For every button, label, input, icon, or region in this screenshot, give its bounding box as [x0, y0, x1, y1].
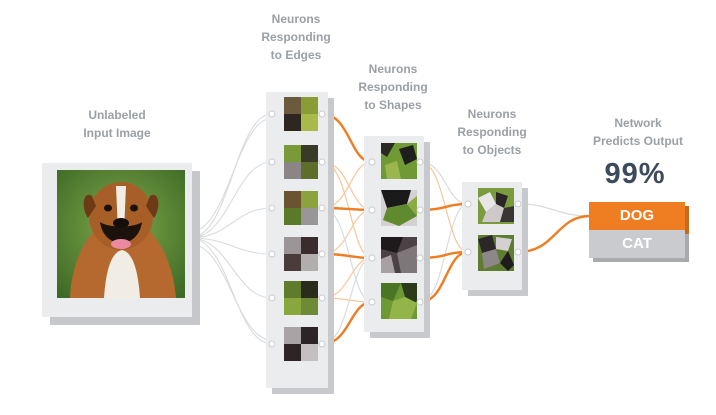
caption-line: Neurons [271, 12, 321, 26]
shape-neuron [381, 237, 417, 273]
edge-neuron [284, 97, 318, 131]
edge-neuron [284, 327, 318, 361]
edge-neuron [284, 191, 318, 225]
edge-neuron [284, 237, 318, 271]
output-class-cat: CAT [589, 230, 685, 258]
shape-neuron [381, 283, 417, 319]
objects-caption: Neurons Responding to Objects [436, 105, 548, 159]
caption-line: Neurons [368, 62, 418, 76]
shape-neuron [381, 143, 417, 179]
caption-line: Responding [358, 80, 428, 94]
input-image-frame [42, 163, 200, 325]
object-output-connectors [517, 203, 591, 254]
shapes-caption: Neurons Responding to Shapes [337, 60, 449, 114]
output-caption: Network Predicts Output [576, 114, 700, 150]
object-neuron-column [462, 182, 528, 296]
caption-line: to Objects [462, 143, 522, 157]
caption-line: Responding [457, 125, 527, 139]
edge-neuron [284, 281, 318, 315]
caption-line: Unlabeled [88, 108, 146, 122]
edge-neuron [284, 145, 318, 179]
input-image-caption: Unlabeled Input Image [62, 106, 172, 142]
shape-neuron-column [364, 136, 430, 338]
edge-neuron-column [266, 92, 334, 394]
caption-line: to Edges [270, 48, 322, 62]
shape-neuron [381, 190, 417, 226]
edges-caption: Neurons Responding to Edges [240, 10, 352, 64]
caption-line: Network [614, 116, 662, 130]
input-connectors [189, 113, 273, 345]
caption-line: Input Image [83, 126, 151, 140]
object-neuron [478, 188, 514, 224]
dog-photo [70, 182, 176, 298]
object-neuron [478, 235, 514, 271]
confidence-percent: 99% [604, 158, 666, 190]
shape-nodes [368, 158, 424, 306]
caption-line: Neurons [467, 107, 517, 121]
caption-line: to Shapes [364, 98, 422, 112]
output-class-dog: DOG [589, 202, 685, 230]
caption-line: Responding [261, 30, 331, 44]
caption-line: Predicts Output [592, 134, 683, 148]
edge-nodes [268, 110, 326, 348]
object-nodes [464, 200, 522, 256]
